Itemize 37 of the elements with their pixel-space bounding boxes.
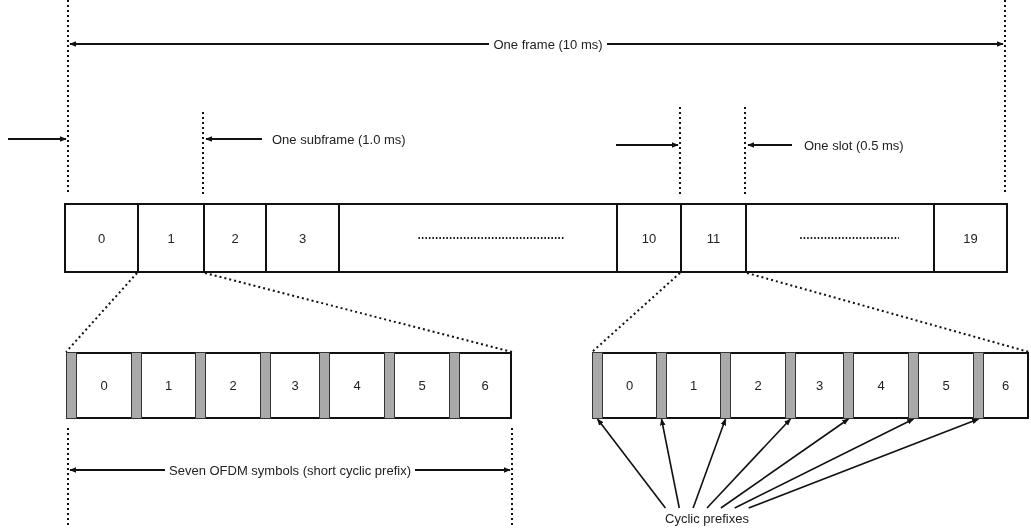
projection-line <box>591 272 681 353</box>
frame-slot <box>745 203 935 273</box>
projection-line <box>204 272 513 353</box>
cyclic-prefix-bar <box>319 352 330 419</box>
cyclic-prefix-bar <box>592 352 603 419</box>
cyclic-prefix-bar <box>384 352 395 419</box>
slot-number: 11 <box>680 203 747 273</box>
leader-arrow <box>720 418 850 509</box>
cyclic-prefix-bar <box>785 352 796 419</box>
cyclic-prefix-bar <box>260 352 271 419</box>
slot-number: 10 <box>616 203 682 273</box>
leader-arrow <box>596 418 667 509</box>
projection-line <box>65 272 138 353</box>
cyclic-prefix-bar <box>449 352 460 419</box>
cyclic-prefix-bar <box>66 352 77 419</box>
slot-number: 1 <box>137 203 205 273</box>
slot-number: 19 <box>933 203 1008 273</box>
cyclic-prefix-bar <box>720 352 731 419</box>
cyclic-prefix-bar <box>973 352 984 419</box>
cyclic-prefix-bar <box>656 352 667 419</box>
leader-arrow <box>660 418 681 509</box>
ofdm-symbol: 6 <box>460 352 512 419</box>
callout-text: Cyclic prefixes <box>655 508 759 528</box>
slot-number: 0 <box>64 203 139 273</box>
leader-arrow <box>733 418 915 509</box>
leader-arrow <box>747 418 980 509</box>
cyclic-prefix-bar <box>131 352 142 419</box>
frame-slot <box>338 203 618 273</box>
cyclic-prefix-bar <box>843 352 854 419</box>
slot-number: 3 <box>265 203 340 273</box>
cyclic-prefix-bar <box>908 352 919 419</box>
projection-line <box>746 272 1030 353</box>
leader-arrow <box>692 418 727 509</box>
leader-arrow <box>706 418 792 509</box>
ofdm-symbol: 6 <box>984 352 1029 419</box>
slot-number: 2 <box>203 203 267 273</box>
cyclic-prefix-bar <box>195 352 206 419</box>
